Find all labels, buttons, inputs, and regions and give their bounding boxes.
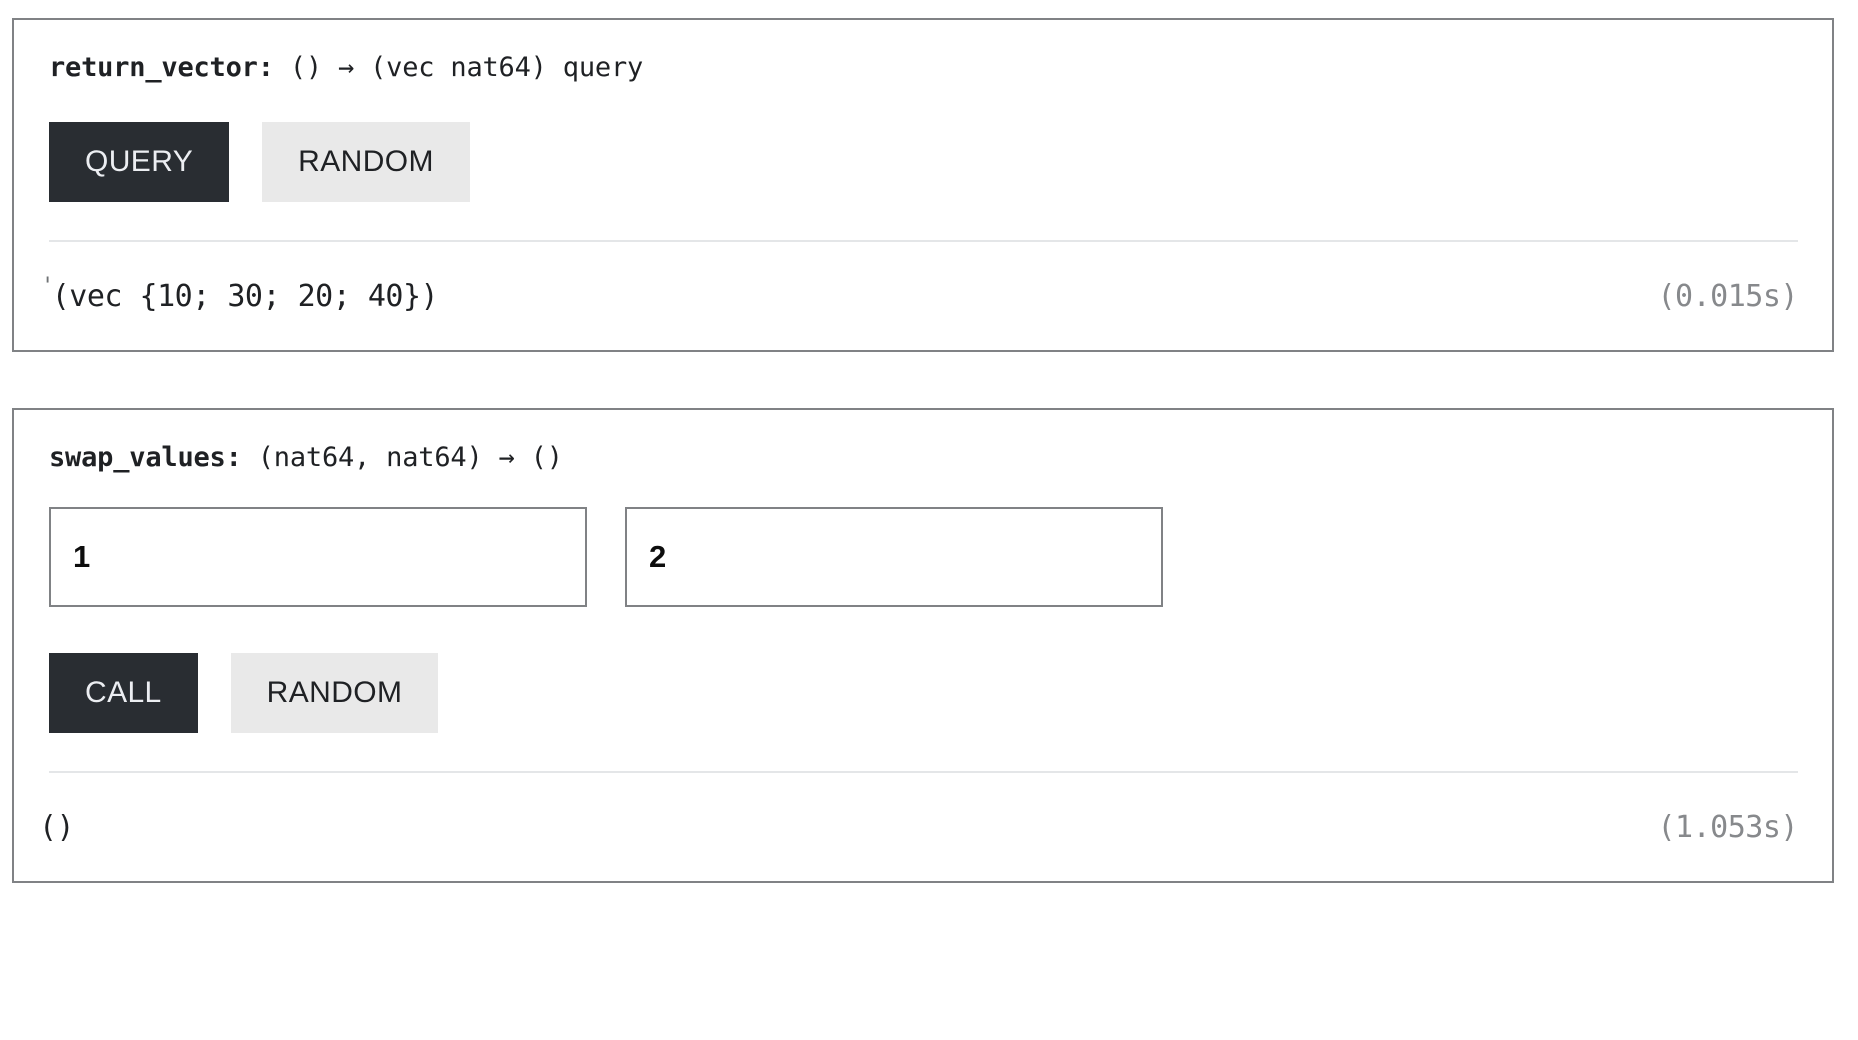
- result-value-text: (vec {10; 30; 20; 40}): [51, 279, 439, 315]
- argument-input-0[interactable]: [49, 506, 587, 607]
- argument-input-1[interactable]: [625, 506, 1163, 607]
- method-name: return_vector:: [49, 52, 274, 83]
- query-button[interactable]: QUERY: [49, 122, 230, 203]
- result-divider: [49, 770, 1798, 773]
- result-value: (): [39, 807, 75, 845]
- random-button[interactable]: RANDOM: [262, 122, 470, 203]
- method-signature: return_vector: () → (vec nat64) query: [49, 52, 1798, 84]
- method-name: swap_values:: [49, 442, 242, 474]
- result-value: '(vec {10; 30; 20; 40}): [41, 274, 439, 315]
- method-result-row: () (1.053s): [14, 773, 1832, 881]
- result-divider: [49, 240, 1798, 243]
- result-timing: (1.053s): [1657, 809, 1799, 845]
- random-button[interactable]: RANDOM: [230, 652, 439, 733]
- call-button[interactable]: CALL: [49, 652, 198, 733]
- method-type-signature: () → (vec nat64) query: [273, 52, 644, 83]
- method-type-signature: (nat64, nat64) → (): [241, 442, 563, 474]
- method-card-body: return_vector: () → (vec nat64) query QU…: [14, 20, 1832, 243]
- method-card-body: swap_values: (nat64, nat64) → () CALL RA…: [14, 410, 1832, 773]
- method-arguments-row: [49, 506, 1798, 607]
- result-timing: (0.015s): [1657, 279, 1799, 315]
- method-signature: swap_values: (nat64, nat64) → (): [49, 442, 1798, 474]
- result-leading-quote-mark: ': [41, 274, 54, 300]
- method-card-swap-values: swap_values: (nat64, nat64) → () CALL RA…: [12, 408, 1834, 883]
- method-card-return-vector: return_vector: () → (vec nat64) query QU…: [12, 18, 1834, 353]
- method-action-row: CALL RANDOM: [49, 652, 1798, 733]
- method-action-row: QUERY RANDOM: [49, 122, 1798, 203]
- result-value-text: (): [39, 809, 75, 845]
- method-result-row: '(vec {10; 30; 20; 40}) (0.015s): [14, 242, 1832, 350]
